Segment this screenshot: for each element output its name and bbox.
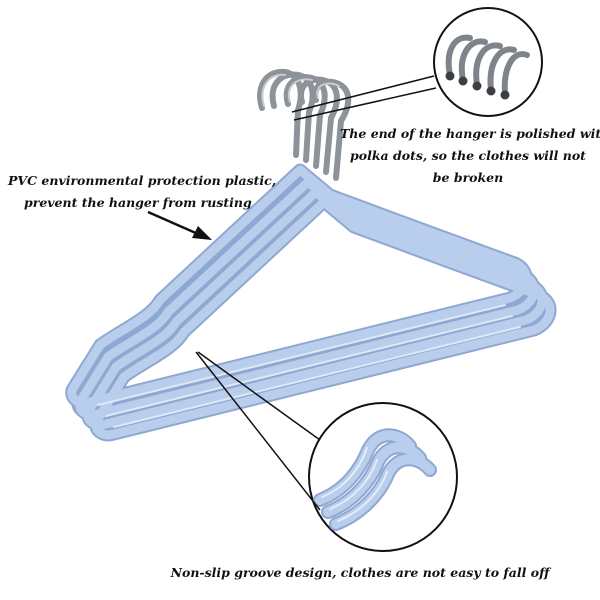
caption-pvc-line2: prevent the hanger from rusting (24, 195, 252, 210)
caption-groove: Non-slip groove design, clothes are not … (130, 562, 590, 584)
caption-polished-end-line2: polka dots, so the clothes will not (350, 148, 586, 163)
caption-polished-end-line3: be broken (432, 170, 504, 185)
caption-polished-end: The end of the hanger is polished with p… (340, 123, 600, 189)
hanger-hooks (257, 68, 352, 181)
caption-groove-line1: Non-slip groove design, clothes are not … (170, 565, 550, 580)
pointer-arrow (147, 210, 212, 240)
caption-pvc-line1: PVC environmental protection plastic, (8, 173, 277, 188)
hanger-stack (65, 68, 557, 442)
caption-pvc: PVC environmental protection plastic, pr… (8, 170, 276, 214)
caption-polished-end-line1: The end of the hanger is polished with (340, 126, 600, 141)
zoom-circle-groove (308, 402, 458, 552)
hanger-bodies (65, 163, 557, 442)
leader-lines (195, 75, 437, 511)
zoom-circle-hook-ends (433, 7, 543, 117)
